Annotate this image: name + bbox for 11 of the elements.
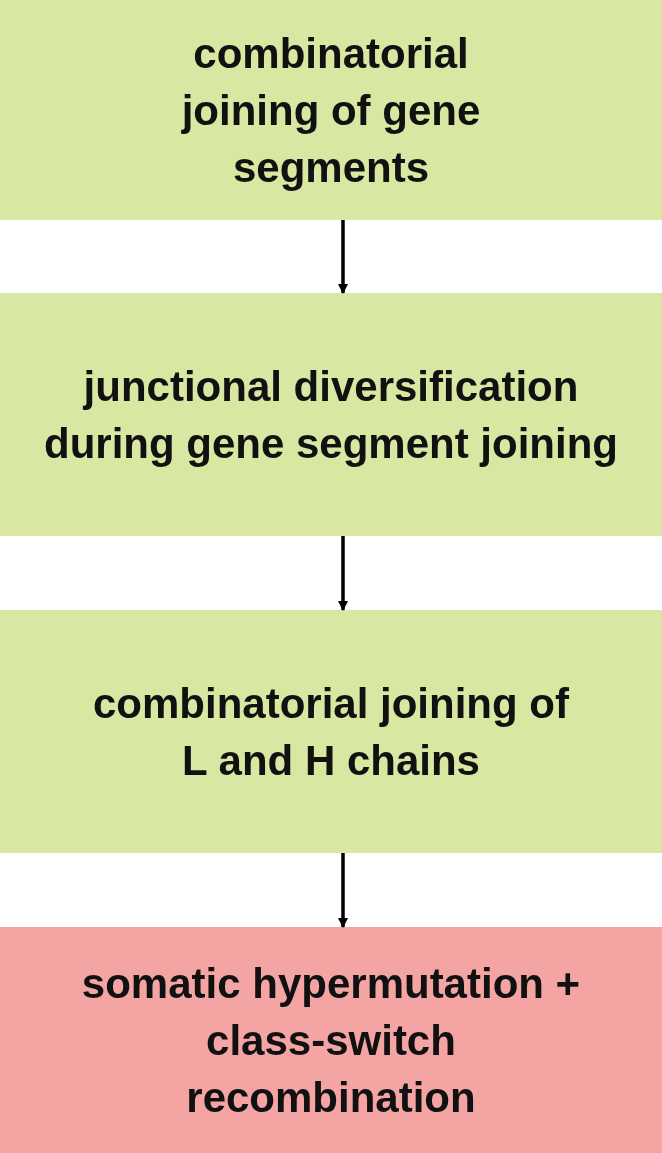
box-text: combinatorial joining of L and H chains — [92, 678, 570, 786]
process-box — [0, 293, 662, 536]
arrow — [338, 853, 348, 928]
box-text: somatic hypermutation + class-switch recombination — [80, 958, 582, 1123]
box-text: junctional diversification during gene segment joining — [43, 361, 619, 469]
process-box — [0, 927, 662, 1153]
arrow — [338, 220, 348, 294]
process-box — [0, 0, 662, 220]
arrow — [338, 536, 348, 611]
box-text: combinatorial joining of gene segments — [180, 28, 482, 193]
process-box — [0, 610, 662, 853]
